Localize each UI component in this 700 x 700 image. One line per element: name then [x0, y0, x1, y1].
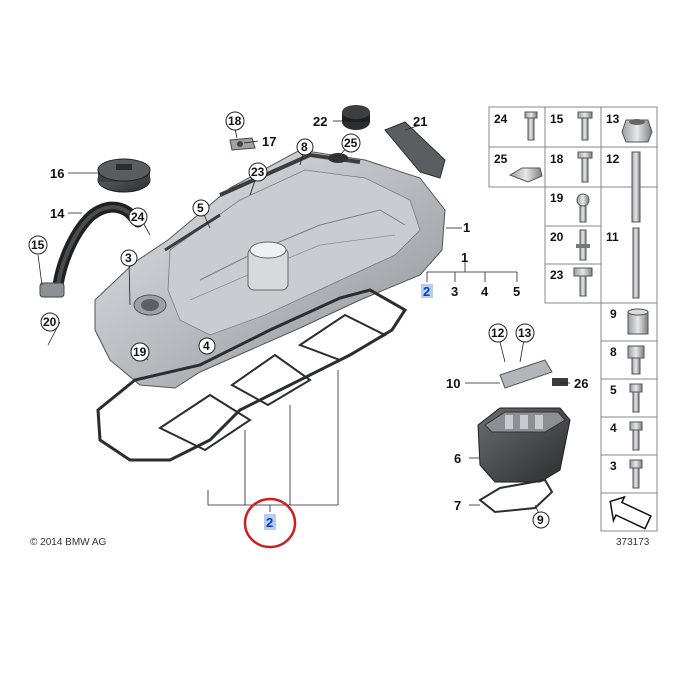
sump-gasket: [478, 478, 554, 514]
clip-26: [552, 378, 568, 386]
callout-21: 21: [413, 114, 427, 129]
grid-label-20: 20: [550, 230, 564, 244]
grid-label-8: 8: [610, 345, 617, 359]
grid-label-12: 12: [606, 152, 620, 166]
callout-16: 16: [50, 166, 64, 181]
bolt-8-icon: [627, 345, 645, 375]
callout-1: 1: [463, 220, 470, 235]
valve-cover: [94, 149, 446, 389]
oil-sump-housing: [477, 407, 571, 483]
kit-item-4: 4: [481, 284, 489, 299]
highlight-circle: [243, 497, 297, 549]
valve-cover-gasket: [96, 288, 408, 462]
bolt-15-icon: [577, 111, 593, 141]
callout-13: 13: [518, 326, 532, 340]
callout-3: 3: [125, 251, 132, 265]
clip-25-icon: [508, 167, 543, 183]
callout-18: 18: [228, 114, 242, 128]
mount-bracket-10: [499, 359, 553, 389]
callout-4: 4: [203, 339, 210, 353]
callout-19: 19: [133, 345, 147, 359]
kit-item-2: 2: [423, 284, 430, 299]
vent-hose: [39, 201, 144, 298]
callout-10: 10: [446, 376, 460, 391]
grid-label-19: 19: [550, 191, 564, 205]
callout-17: 17: [262, 134, 276, 149]
callout-15: 15: [31, 238, 45, 252]
oil-filler-cap: [97, 158, 151, 193]
copyright-text: © 2014 BMW AG: [30, 537, 107, 548]
grid-label-4: 4: [610, 421, 617, 435]
grid-label-23: 23: [550, 268, 564, 282]
grid-label-25: 25: [494, 152, 508, 166]
nut-13-icon: [621, 119, 653, 143]
heat-shield-bracket: [384, 121, 446, 179]
kit-item-3: 3: [451, 284, 458, 299]
grid-label-13: 13: [606, 112, 620, 126]
callout-25: 25: [344, 136, 358, 150]
grid-label-11: 11: [606, 230, 619, 244]
grid-label-24: 24: [494, 112, 508, 126]
grid-label-3: 3: [610, 459, 617, 473]
grid-label-5: 5: [610, 383, 617, 397]
stud-20-icon: [576, 229, 590, 261]
direction-arrow-icon: [609, 495, 652, 530]
bolt-24-icon: [524, 111, 538, 141]
callout-22: 22: [313, 114, 327, 129]
bolt-4-icon: [629, 421, 643, 451]
grommet: [342, 105, 370, 130]
callout-20: 20: [43, 315, 57, 329]
diagram-number: 373173: [616, 537, 650, 548]
ball-stud-19-icon: [576, 193, 590, 223]
stud-11-icon: [632, 227, 640, 299]
kit-item-5: 5: [513, 284, 520, 299]
callout-8: 8: [301, 140, 308, 154]
seal-ring: [328, 153, 348, 163]
callout-12: 12: [491, 326, 505, 340]
bracket-plate: [229, 137, 256, 151]
sleeve-9-icon: [627, 308, 649, 335]
callout-23: 23: [251, 165, 265, 179]
leader-lines: [37, 120, 570, 519]
callout-9: 9: [537, 513, 544, 527]
bolt-18-icon: [577, 151, 593, 183]
parts-grid: 24 15 13 25 18 12 19: [488, 106, 658, 532]
callout-7: 7: [454, 498, 461, 513]
callout-6: 6: [454, 451, 461, 466]
kit-parent-label: 1: [461, 250, 468, 265]
bolt-5-icon: [629, 383, 643, 413]
callout-24: 24: [131, 210, 145, 224]
bolt-3-icon: [629, 459, 643, 489]
callout-5: 5: [197, 201, 204, 215]
grid-label-18: 18: [550, 152, 564, 166]
callout-14: 14: [50, 206, 65, 221]
callout-26: 26: [574, 376, 588, 391]
bolt-23-icon: [573, 267, 593, 297]
gasket-callout-2: 2: [266, 515, 273, 530]
stud-12-icon: [631, 151, 641, 223]
grid-label-9: 9: [610, 307, 617, 321]
grid-label-15: 15: [550, 112, 564, 126]
callout-labels: 16 14 15 24 3 5 18 17 23 22 8 25 21 1 20…: [28, 111, 588, 549]
